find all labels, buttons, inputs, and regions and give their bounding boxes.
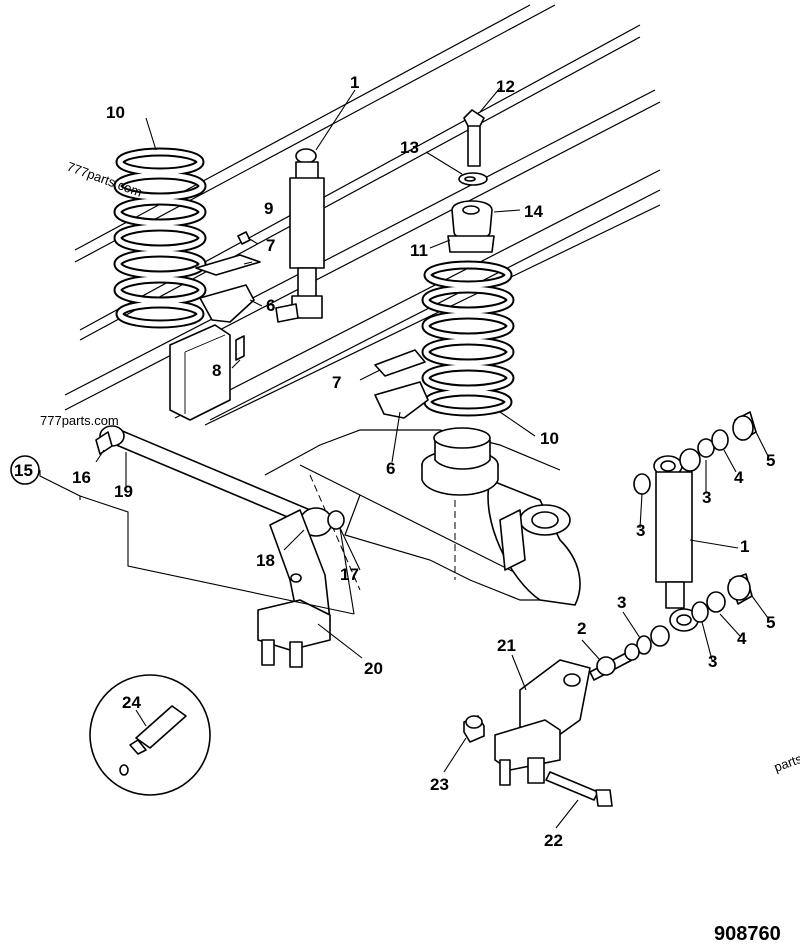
callout-5: 5 [766, 613, 775, 632]
callout-13: 13 [400, 138, 419, 157]
callout-20: 20 [364, 659, 383, 678]
callout-7: 7 [266, 236, 275, 255]
panhard-rod [95, 425, 345, 537]
callout-3: 3 [617, 593, 626, 612]
callout-4: 4 [734, 468, 744, 487]
callout-11: 11 [410, 241, 428, 260]
callout-6: 6 [266, 296, 275, 315]
watermark-text: 777parts.com [40, 413, 119, 428]
callout-3: 3 [636, 521, 645, 540]
grease-tube-circle [89, 674, 211, 796]
callout-8: 8 [212, 361, 221, 380]
callout-6: 6 [386, 459, 395, 478]
bracket-21 [494, 659, 591, 786]
nut-23 [463, 715, 485, 743]
callout-16: 16 [72, 468, 91, 487]
coil-spring-left [113, 147, 207, 329]
callout-18: 18 [256, 551, 275, 570]
callout-labels: 1 1 2 3 3 3 3 4 4 5 5 6 6 7 7 8 9 10 10 … [10, 73, 775, 850]
shock-absorber-lower [653, 455, 699, 632]
callout-24: 24 [122, 693, 141, 712]
callout-15: 15 [14, 461, 33, 480]
bracket-20 [257, 509, 331, 668]
leader-lines [39, 87, 769, 829]
bolt-22 [545, 771, 613, 807]
callout-15-circle [10, 455, 40, 485]
callout-14: 14 [524, 202, 543, 221]
callout-5: 5 [766, 451, 775, 470]
bolt-2 [589, 643, 640, 681]
callout-23: 23 [430, 775, 449, 794]
callout-12: 12 [496, 77, 515, 96]
callout-3: 3 [708, 652, 717, 671]
callout-10: 10 [540, 429, 559, 448]
bushing-set-upper [633, 411, 757, 495]
callout-3: 3 [702, 488, 711, 507]
axle-housing [264, 427, 581, 606]
watermark-text-corner: parts.com [772, 741, 800, 775]
callout-9: 9 [264, 199, 273, 218]
coil-spring-right [421, 260, 515, 417]
callout-17: 17 [340, 565, 359, 584]
callout-22: 22 [544, 831, 563, 850]
callout-21: 21 [497, 636, 516, 655]
callout-2: 2 [577, 619, 586, 638]
spring-pads-left [195, 231, 261, 361]
chassis-frame [64, 4, 661, 426]
bump-stop-assembly [447, 109, 495, 253]
bushing-set-lower [636, 573, 753, 655]
callout-10: 10 [106, 103, 125, 122]
shock-absorber-upper [275, 148, 325, 323]
spring-pads-right [374, 349, 429, 419]
callout-1: 1 [350, 73, 359, 92]
drawing-reference-number: 908760 [714, 923, 781, 945]
callout-4: 4 [737, 629, 747, 648]
callout-1: 1 [740, 537, 749, 556]
callout-19: 19 [114, 482, 133, 501]
callout-7: 7 [332, 373, 341, 392]
